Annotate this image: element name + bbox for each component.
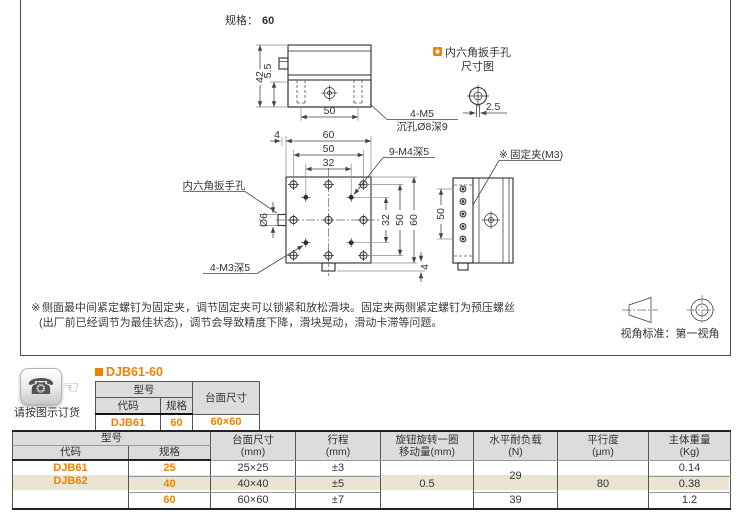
size-value: 25×25 xyxy=(210,459,296,477)
hex-title-line2: 尺寸图 xyxy=(461,59,494,73)
order-header-code: 代码 xyxy=(95,397,161,415)
plan-label-m4: 9-M4深5 xyxy=(389,146,429,158)
plan-dim-right-60: 60 xyxy=(408,214,420,226)
spec-value: 40 xyxy=(128,476,211,493)
spec-value: 25 xyxy=(128,459,211,477)
plan-dim-top-32: 32 xyxy=(323,157,335,169)
notes-line1: 侧面最中间紧定螺钉为固定夹，调节固定夹可以锁紧和放松滑块。固定夹两侧紧定螺钉为预… xyxy=(42,300,515,314)
spec-label: 规格： xyxy=(225,13,258,27)
side-dim-50: 50 xyxy=(435,208,447,220)
spec-header: 规格： 60 xyxy=(225,13,274,27)
spec-header-knob: 旋钮旋转一圈移动量(mm) xyxy=(380,430,474,461)
front-callout-thread: 4-M5 xyxy=(410,108,434,120)
view-standard-label: 视角标准：第一视角 xyxy=(621,326,720,340)
view-standard-symbol: 视角标准：第一视角 xyxy=(621,295,720,340)
plan-dim-top-4: 4 xyxy=(274,129,280,141)
spec-header-spec: 规格 xyxy=(128,445,211,461)
spec-header-model: 型号 xyxy=(12,430,211,446)
order-header-size: 台面尺寸 xyxy=(192,381,260,415)
technical-drawing: 规格： 60 42 5.5 50 xyxy=(31,13,720,340)
knob-move-value: 0.5 xyxy=(380,459,474,510)
hex-title-line1: 内六角扳手孔 xyxy=(445,45,511,59)
spec-row-40: 40 40×40 ±5 0.38 xyxy=(13,476,731,493)
drawing-panel: 规格： 60 42 5.5 50 xyxy=(20,0,731,356)
spec-header-code: 代码 xyxy=(12,445,129,461)
front-view-drawing: 42 5.5 50 4-M5 沉孔Ø8深9 xyxy=(254,44,458,133)
order-spec: 60 xyxy=(160,413,193,432)
plan-dim-right-50: 50 xyxy=(394,214,406,226)
plan-dim-right-32: 32 xyxy=(380,214,392,226)
load-value-3: 39 xyxy=(473,492,558,510)
spec-row-60: 60 60×60 ±7 39 1.2 xyxy=(13,492,731,510)
phone-caption: 请按图示订货 xyxy=(14,407,80,419)
order-size: 60×60 xyxy=(192,413,260,432)
hex-hole-diagram: 内六角扳手孔 尺寸图 2.5 xyxy=(433,45,511,117)
clamp-label: 固定夹(M3) xyxy=(510,148,563,161)
spec-header-weight: 主体重量(Kg) xyxy=(648,430,731,461)
parallel-value: 80 xyxy=(557,459,649,510)
load-value-12: 29 xyxy=(473,459,558,493)
order-header-model: 型号 xyxy=(95,381,193,398)
telephone-icon: ☎ xyxy=(27,373,55,399)
size-value: 40×40 xyxy=(210,476,296,493)
spec-value: 60 xyxy=(262,15,274,27)
plan-m3-holes xyxy=(301,192,356,248)
stroke-value: ±5 xyxy=(295,476,381,493)
plan-dim-top-60: 60 xyxy=(323,129,335,141)
front-dim-base: 5.5 xyxy=(262,64,274,79)
notes-line2: (出厂前已经调节为最佳状态)，调节会导致精度下降，滑块晃动，滑动卡滞等问题。 xyxy=(39,315,442,329)
plan-label-hex-hole: 内六角扳手孔 xyxy=(183,179,246,192)
plan-m4-holes xyxy=(288,179,369,261)
spec-header-size: 台面尺寸(mm) xyxy=(210,430,296,461)
front-callout-counterbore: 沉孔Ø8深9 xyxy=(396,120,448,133)
clamp-label-marker: ※ xyxy=(499,149,508,161)
front-dim-height: 42 xyxy=(254,71,266,83)
stroke-value: ±7 xyxy=(295,492,381,510)
side-view-drawing: 50 ※ 固定夹(M3) xyxy=(435,148,563,271)
plan-label-dia: Ø6 xyxy=(258,213,270,227)
weight-value: 1.2 xyxy=(648,492,731,510)
spec-header-parallel: 平行度(μm) xyxy=(557,430,649,461)
phone-order-icon[interactable]: ☎ xyxy=(20,368,62,405)
order-header-spec: 规格 xyxy=(160,397,193,415)
order-row: DJB61 60 60×60 xyxy=(95,413,260,432)
spec-header-stroke: 行程(mm) xyxy=(295,430,381,461)
spec-header-load: 水平耐负载(N) xyxy=(473,430,558,461)
weight-value: 0.38 xyxy=(648,476,731,493)
order-example-table: 型号 台面尺寸 代码 规格 DJB61 60 60×60 xyxy=(95,381,260,432)
plan-view-drawing: 4 60 50 32 32 50 60 4 内六角扳手孔 xyxy=(183,129,435,282)
weight-value: 0.14 xyxy=(648,459,731,477)
plan-label-m3: 4-M3深5 xyxy=(210,262,250,274)
plan-dim-top-50: 50 xyxy=(323,143,335,155)
drawing-notes: ※ 侧面最中间紧定螺钉为固定夹，调节固定夹可以锁紧和放松滑块。固定夹两侧紧定螺钉… xyxy=(31,300,515,329)
notes-marker: ※ xyxy=(31,302,40,314)
size-value: 60×60 xyxy=(210,492,296,510)
orange-square-icon xyxy=(95,368,103,376)
order-code: DJB61 xyxy=(95,413,161,432)
clamp-screws xyxy=(459,185,467,243)
spec-value: 60 xyxy=(128,492,211,510)
order-part-number: DJB61-60 xyxy=(106,365,163,379)
stroke-value: ±3 xyxy=(295,459,381,477)
hex-dim-width: 2.5 xyxy=(486,101,501,113)
spec-table: 型号 台面尺寸(mm) 行程(mm) 旋钮旋转一圈移动量(mm) 水平耐负载(N… xyxy=(12,430,731,510)
front-dim-width: 50 xyxy=(324,105,336,117)
order-part-title[interactable]: DJB61-60 xyxy=(95,365,163,379)
pointing-hand-icon: ☜ xyxy=(63,377,80,397)
plan-dim-bottom-4: 4 xyxy=(419,264,431,270)
